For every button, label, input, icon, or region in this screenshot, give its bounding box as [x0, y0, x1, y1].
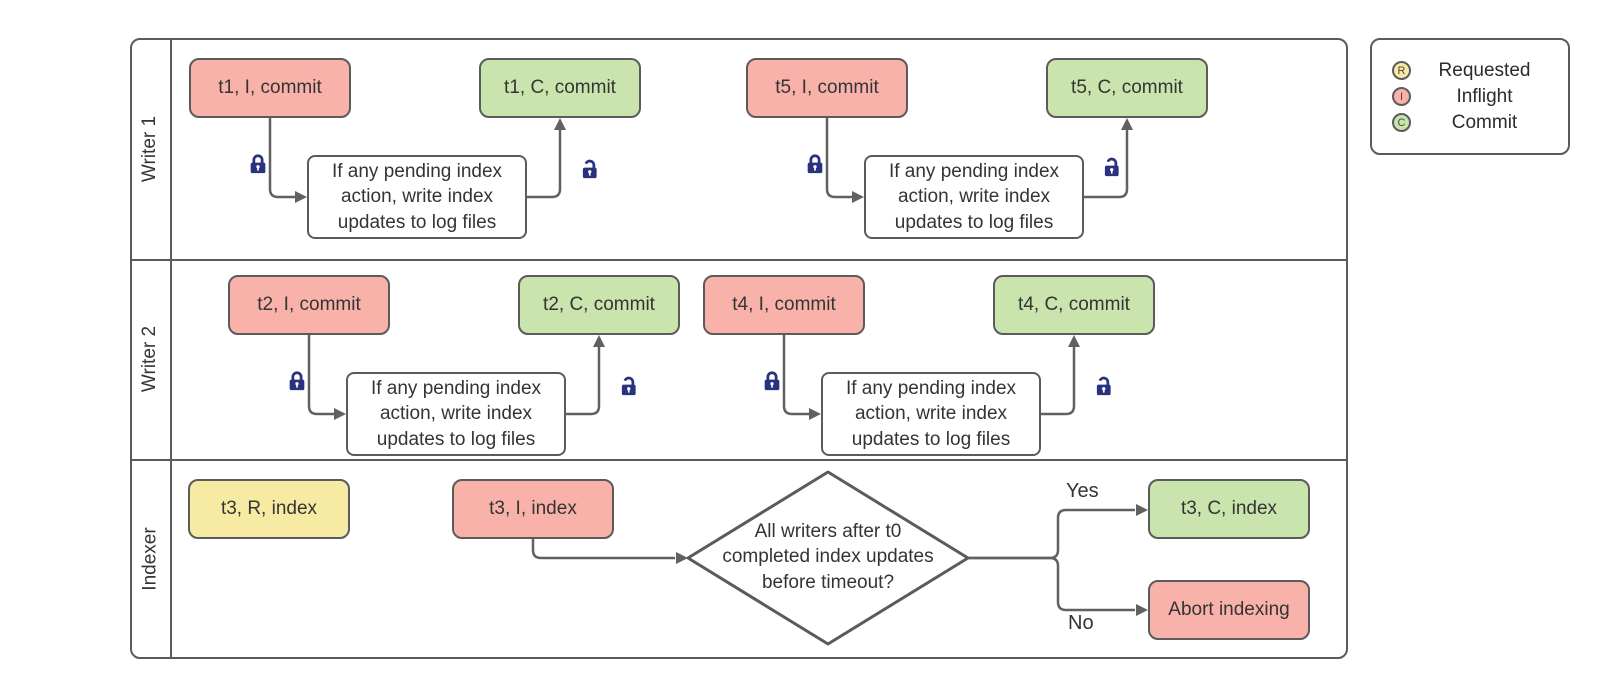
lane-divider: [130, 459, 1348, 461]
lane-label-writer1: Writer 1: [139, 115, 161, 182]
legend: R Requested I Inflight C Commit: [1370, 38, 1570, 155]
node-t4-inflight[interactable]: t4, I, commit: [703, 275, 865, 335]
requested-state-icon: R: [1392, 61, 1411, 80]
lane-label-column-divider: [170, 38, 172, 659]
legend-label: Inflight: [1456, 85, 1513, 107]
lane-label-writer2: Writer 2: [139, 325, 161, 393]
no-edge-label: No: [1068, 612, 1094, 634]
legend-label: Requested: [1438, 59, 1531, 81]
legend-label: Commit: [1451, 111, 1518, 133]
decision-question: All writers after t0 completed index upd…: [722, 521, 934, 593]
node-t4-commit[interactable]: t4, C, commit: [993, 275, 1155, 335]
yes-edge-label: Yes: [1066, 480, 1099, 502]
node-t1-commit[interactable]: t1, C, commit: [479, 58, 641, 118]
legend-item-inflight: I Inflight: [1392, 84, 1558, 110]
node-t1-inflight[interactable]: t1, I, commit: [189, 58, 351, 118]
node-t3-commit[interactable]: t3, C, index: [1148, 479, 1310, 539]
node-t3-inflight[interactable]: t3, I, index: [452, 479, 614, 539]
node-t3-requested[interactable]: t3, R, index: [188, 479, 350, 539]
lane-divider: [130, 259, 1348, 261]
swimlane-pool: [130, 38, 1348, 659]
node-t5-inflight[interactable]: t5, I, commit: [746, 58, 908, 118]
process-note[interactable]: If any pending index action, write index…: [821, 372, 1041, 456]
node-abort-indexing[interactable]: Abort indexing: [1148, 580, 1310, 640]
process-note[interactable]: If any pending index action, write index…: [346, 372, 566, 456]
inflight-state-icon: I: [1392, 87, 1411, 106]
process-note[interactable]: If any pending index action, write index…: [307, 155, 527, 239]
process-note[interactable]: If any pending index action, write index…: [864, 155, 1084, 239]
legend-item-commit: C Commit: [1392, 110, 1558, 136]
commit-state-icon: C: [1392, 113, 1411, 132]
legend-item-requested: R Requested: [1392, 58, 1558, 84]
node-t2-inflight[interactable]: t2, I, commit: [228, 275, 390, 335]
node-t2-commit[interactable]: t2, C, commit: [518, 275, 680, 335]
lane-label-indexer: Indexer: [139, 527, 161, 591]
node-t5-commit[interactable]: t5, C, commit: [1046, 58, 1208, 118]
